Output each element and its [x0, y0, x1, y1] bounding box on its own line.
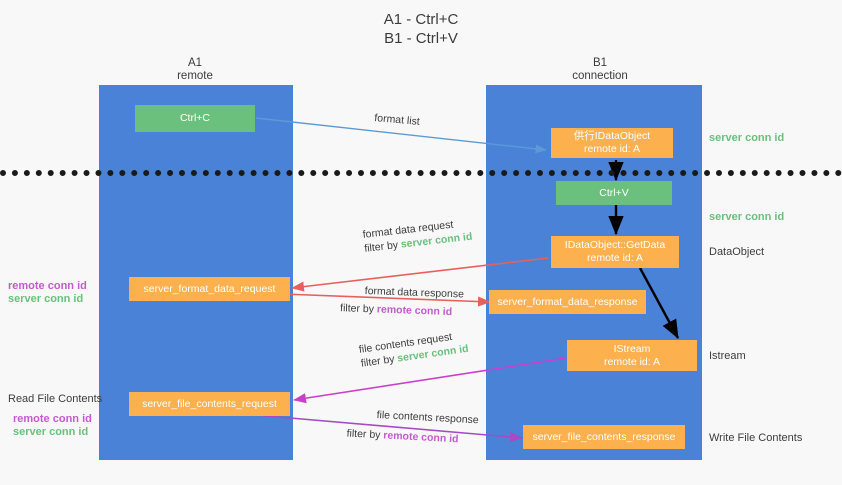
node-server-file-contents-response-label: server_file_contents_response	[532, 430, 676, 443]
dashed-divider	[0, 170, 842, 176]
arrow-label-file-contents-response: file contents response filter by remote …	[346, 408, 479, 447]
page-title: A1 - Ctrl+C B1 - Ctrl+V	[0, 10, 842, 48]
filter-key-remote-conn-id: remote conn id	[376, 303, 453, 319]
column-header-b1: B1 connection	[520, 57, 680, 83]
arrow-label-format-data-request: format data request filter by server con…	[362, 216, 473, 256]
column-a1-subtitle: remote	[177, 70, 213, 82]
node-istream[interactable]: IStream remote id: A	[567, 340, 697, 371]
arrow-label-file-contents-response-filter: filter by remote conn id	[346, 426, 478, 447]
column-header-a1: A1 remote	[120, 57, 270, 83]
right-label-write-file-contents: Write File Contents	[709, 432, 803, 444]
node-server-format-data-response[interactable]: server_format_data_response	[489, 290, 646, 314]
node-server-format-data-request[interactable]: server_format_data_request	[129, 277, 290, 301]
node-getdata-line2: remote id: A	[586, 252, 644, 264]
left-label-remote-conn-id-1: remote conn id	[8, 280, 87, 292]
filter-key-remote-conn-id: remote conn id	[383, 429, 459, 446]
left-label-remote-conn-id-2: remote conn id	[13, 413, 92, 425]
arrow-label-format-data-response: format data response filter by remote co…	[340, 284, 465, 319]
left-label-server-conn-id-1: server conn id	[8, 293, 84, 305]
node-idataobject-line2: remote id: A	[583, 143, 641, 155]
title-line-2: B1 - Ctrl+V	[384, 30, 458, 47]
node-idataobject-line1: 供行IDataObject	[573, 130, 651, 142]
column-b1-name: B1	[592, 57, 608, 69]
right-label-dataobject: DataObject	[709, 246, 765, 258]
node-istream-line1: IStream	[613, 342, 651, 355]
node-idataobject[interactable]: 供行IDataObject remote id: A	[551, 128, 673, 158]
node-server-file-contents-request[interactable]: server_file_contents_request	[129, 392, 290, 416]
arrow-label-format-data-response-filter: filter by remote conn id	[340, 301, 464, 319]
node-ctrl-c-label: Ctrl+C	[179, 112, 211, 124]
node-ctrl-c[interactable]: Ctrl+C	[135, 105, 255, 132]
right-label-istream: Istream	[709, 350, 746, 362]
node-server-format-data-response-label: server_format_data_response	[497, 295, 638, 308]
arrow-label-format-list: format list	[374, 111, 421, 129]
node-getdata-line1: IDataObject::GetData	[564, 239, 666, 251]
column-b1-subtitle: connection	[572, 70, 628, 82]
filter-prefix: filter by	[363, 238, 402, 255]
filter-prefix: filter by	[360, 352, 399, 370]
column-a1-name: A1	[187, 57, 203, 69]
left-label-read-file-contents: Read File Contents	[8, 393, 103, 405]
arrow-label-format-data-response-text: format data response	[364, 284, 465, 301]
node-istream-line2: remote id: A	[603, 355, 661, 368]
right-label-server-conn-id-1: server conn id	[709, 132, 785, 144]
filter-prefix: filter by	[339, 302, 378, 316]
node-getdata[interactable]: IDataObject::GetData remote id: A	[551, 236, 679, 268]
filter-prefix: filter by	[346, 427, 384, 442]
title-line-1: A1 - Ctrl+C	[383, 11, 459, 28]
right-label-server-conn-id-2: server conn id	[709, 211, 785, 223]
left-label-server-conn-id-2: server conn id	[13, 426, 89, 438]
node-server-file-contents-response[interactable]: server_file_contents_response	[523, 425, 685, 449]
arrow-label-format-list-text: format list	[373, 111, 421, 128]
node-ctrl-v[interactable]: Ctrl+V	[556, 181, 672, 205]
arrow-label-file-contents-response-text: file contents response	[376, 408, 479, 427]
node-server-format-data-request-label: server_format_data_request	[143, 282, 276, 295]
node-ctrl-v-label: Ctrl+V	[599, 186, 629, 199]
node-server-file-contents-request-label: server_file_contents_request	[142, 397, 277, 410]
arrow-label-file-contents-request: file contents request filter by server c…	[358, 328, 469, 371]
